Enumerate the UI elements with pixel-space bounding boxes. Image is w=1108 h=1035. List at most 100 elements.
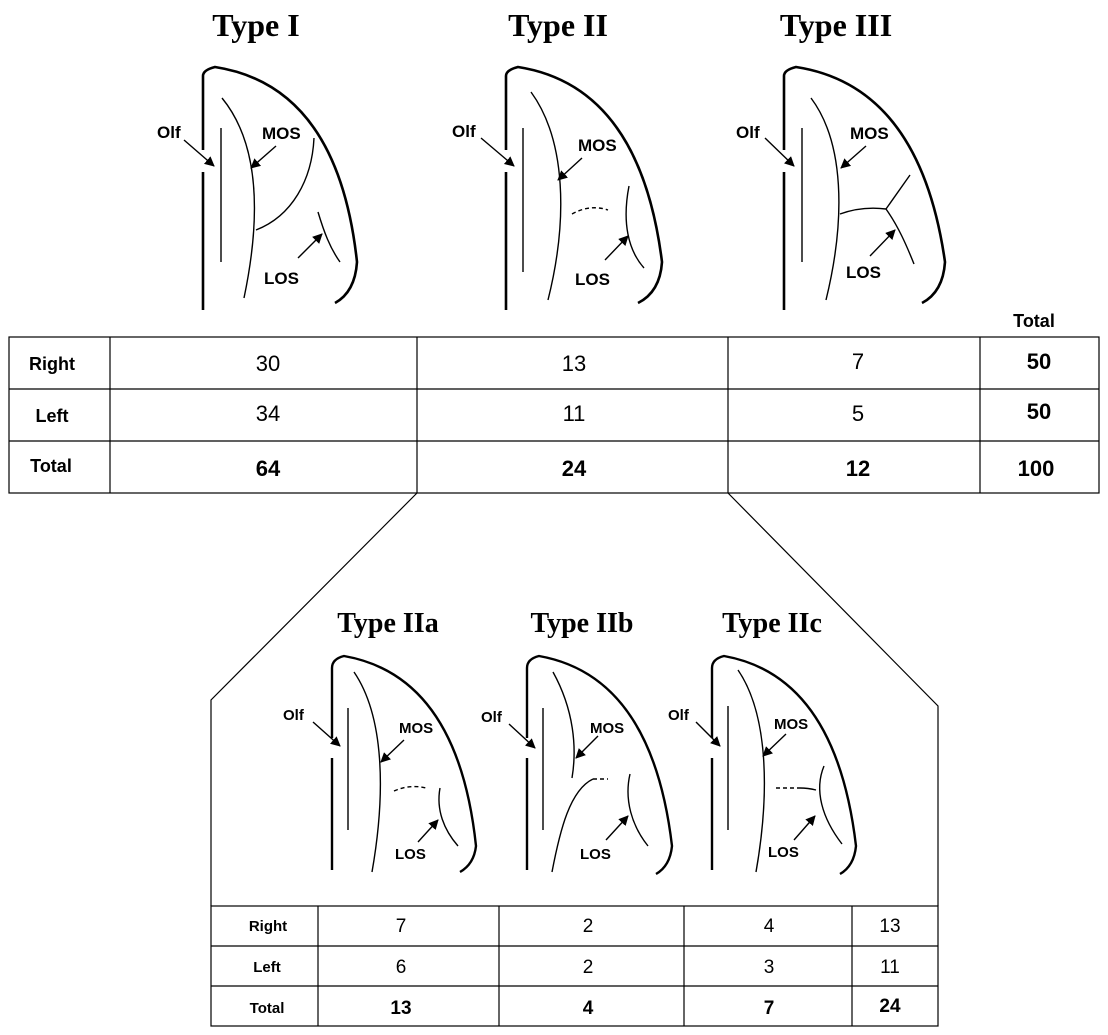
sub-table-column-total: 7 (764, 998, 775, 1019)
type-1-lateral-orbital-sulcus (317, 211, 341, 263)
type-2a-mos-label: MOS (399, 720, 433, 737)
sub-table-grand-total: 24 (879, 996, 901, 1017)
type-1-panel: Type I Olf MOS LOS (157, 7, 359, 310)
type-2-los-arrow (604, 235, 629, 261)
type-3-title: Type III (780, 7, 892, 43)
type-2c-los-arrow (793, 815, 816, 841)
type-2b-title: Type IIb (531, 608, 634, 639)
sub-table-cell: 7 (396, 916, 407, 937)
type-3-mos-label: MOS (850, 124, 889, 143)
sub-table-row-label: Total (250, 1000, 285, 1017)
type-1-mos-arrow (250, 145, 277, 169)
sub-table-cell: 2 (583, 957, 594, 978)
type-2c-panel: Type IIc Olf MOS LOS (668, 608, 858, 876)
expansion-left-edge (210, 492, 418, 906)
top-table-border (8, 336, 1100, 494)
type-3-olf-label: Olf (736, 123, 760, 142)
top-table-row-label: Right (29, 354, 75, 374)
type-1-mos-label: MOS (262, 124, 301, 143)
top-table-cell: 30 (256, 351, 280, 376)
type-2-olf-label: Olf (452, 122, 476, 141)
type-2b-brain-outline (525, 654, 674, 876)
type-2b-los-arrow (605, 815, 629, 841)
type-2c-lateral-orbital-sulcus (818, 765, 843, 845)
type-2-title: Type II (508, 7, 608, 43)
sub-table: Right 7 2 4 13 Left 6 2 3 11 Total 13 4 … (210, 905, 939, 1027)
sub-table-border (210, 905, 939, 1027)
top-table-grand-total: 100 (1018, 456, 1055, 481)
type-3-los-arrow (869, 229, 896, 257)
type-2b-mos-label: MOS (590, 720, 624, 737)
type-1-medial-orbital-sulcus (221, 97, 256, 299)
top-table-row-total: 50 (1027, 349, 1051, 374)
type-2b-mos-arrow (575, 735, 599, 759)
top-table-cell: 7 (852, 349, 864, 374)
type-2-olf-arrow (480, 137, 515, 167)
type-2a-transverse-sulcus (393, 785, 427, 792)
type-2c-title: Type IIc (722, 608, 822, 639)
type-2-mos-arrow (557, 157, 583, 181)
type-3-lateral-orbital-sulcus (885, 208, 915, 265)
top-table-cell: 13 (562, 351, 586, 376)
type-3-los-label: LOS (846, 263, 881, 282)
top-table-row-total: 50 (1027, 399, 1051, 424)
top-table-row-label: Left (36, 406, 69, 426)
type-2c-mos-arrow (762, 733, 787, 757)
type-2c-brain-outline (710, 654, 858, 876)
type-2a-los-label: LOS (395, 846, 426, 863)
type-1-title: Type I (212, 7, 299, 43)
top-table: Total Right 30 13 7 50 Left 34 11 5 50 T… (8, 311, 1100, 494)
type-2b-lateral-orbital-sulcus (627, 773, 649, 847)
type-2-medial-orbital-sulcus (530, 91, 562, 301)
type-1-los-label: LOS (264, 269, 299, 288)
type-2c-transverse-solid (799, 787, 817, 791)
type-3-mos-arrow (840, 145, 867, 169)
sub-table-cell: 6 (396, 957, 407, 978)
type-2b-olf-label: Olf (481, 709, 503, 726)
type-2-lateral-orbital-sulcus (625, 185, 645, 269)
type-3-transverse-sulcus (839, 207, 887, 215)
type-2-expansion-frame (210, 492, 939, 906)
sub-table-cell: 3 (764, 957, 775, 978)
sub-table-cell: 2 (583, 916, 594, 937)
type-1-los-arrow (297, 233, 323, 259)
type-2-mos-label: MOS (578, 136, 617, 155)
type-2a-title: Type IIa (337, 608, 438, 639)
type-2-brain-outline (504, 65, 664, 310)
top-table-total-header: Total (1013, 311, 1055, 331)
sub-table-row-total: 13 (879, 916, 900, 937)
type-2a-lateral-orbital-sulcus (438, 787, 459, 847)
type-2-panel: Type II Olf MOS LOS (452, 7, 664, 310)
type-3-medial-orbital-sulcus (810, 97, 840, 301)
type-2b-merged-sulcus (551, 778, 594, 873)
type-3-panel: Type III Olf MOS LOS (736, 7, 947, 310)
type-2b-panel: Type IIb Olf MOS LOS (481, 608, 674, 876)
type-2b-medial-orbital-sulcus (552, 671, 575, 779)
type-2a-brain-outline (330, 654, 478, 874)
type-2c-olf-label: Olf (668, 707, 690, 724)
type-3-lateral-branch-upper (885, 174, 911, 210)
type-2c-medial-orbital-sulcus (737, 669, 766, 873)
type-2c-olf-arrow (695, 721, 721, 747)
type-2a-los-arrow (417, 819, 439, 843)
type-1-olf-label: Olf (157, 123, 181, 142)
top-table-cell: 11 (563, 401, 586, 426)
type-2a-medial-orbital-sulcus (353, 671, 382, 873)
type-2b-los-label: LOS (580, 846, 611, 863)
top-table-column-total: 24 (562, 456, 587, 481)
sub-table-cell: 4 (764, 916, 775, 937)
top-table-cell: 5 (852, 401, 864, 426)
type-2a-olf-arrow (312, 721, 341, 747)
type-2a-olf-label: Olf (283, 707, 305, 724)
sub-table-column-total: 4 (583, 998, 594, 1019)
sub-table-column-total: 13 (390, 998, 411, 1019)
type-3-olf-arrow (764, 137, 795, 167)
top-table-column-total: 64 (256, 456, 281, 481)
type-1-brain-outline (201, 65, 359, 310)
sub-table-row-label: Right (249, 918, 287, 935)
type-2c-los-label: LOS (768, 844, 799, 861)
type-2-transverse-sulcus (571, 207, 609, 215)
top-table-cell: 34 (256, 401, 280, 426)
type-2a-mos-arrow (380, 739, 405, 763)
